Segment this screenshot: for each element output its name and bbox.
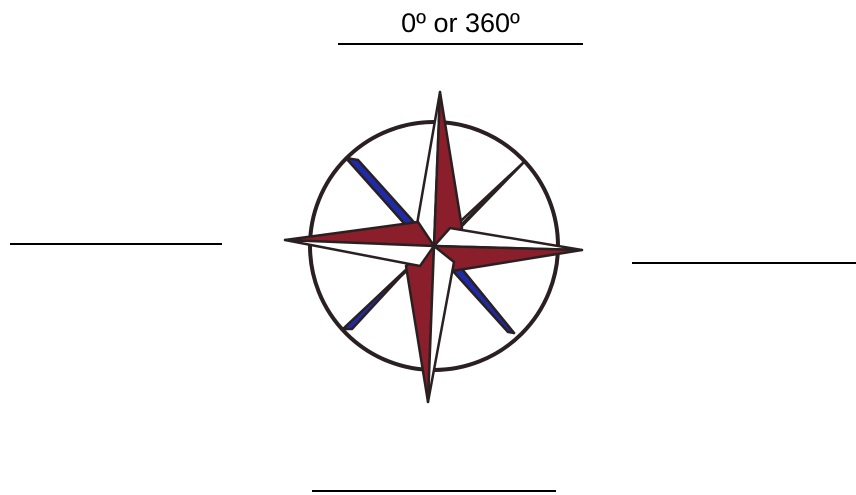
- south-answer-line: [312, 490, 556, 492]
- east-answer-line: [632, 262, 856, 264]
- west-point-bottom: [285, 240, 434, 266]
- compass-rose-image: [276, 88, 590, 406]
- north-answer-line: [338, 43, 583, 45]
- east-point-bottom: [434, 246, 582, 272]
- north-degree-label: 0º or 360º: [338, 6, 583, 40]
- west-answer-line: [10, 243, 222, 245]
- south-point-right: [428, 246, 454, 402]
- north-point-right: [434, 92, 462, 246]
- compass-center: [431, 243, 437, 249]
